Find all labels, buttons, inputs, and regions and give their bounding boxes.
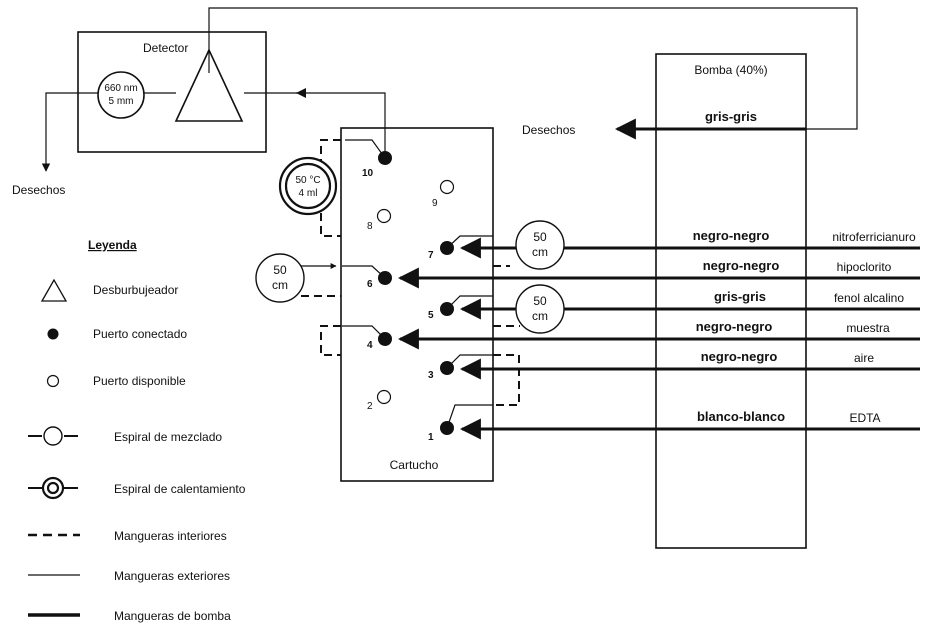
waste-label-left: Desechos: [12, 183, 65, 197]
mixing-coil-unit: cm: [532, 245, 548, 259]
port-number: 5: [428, 310, 434, 321]
detector-block: Detector 660 nm 5 mm: [77, 31, 267, 153]
port-number: 6: [367, 279, 373, 290]
pump-tube-label: gris-gris: [705, 109, 757, 124]
port-available: [376, 389, 392, 405]
cartridge-block: Cartucho: [340, 127, 494, 482]
detector-box: [77, 31, 267, 153]
pump-box: [655, 53, 807, 549]
mixing-coil-unit: cm: [532, 309, 548, 323]
pump-tube-label: negro-negro: [696, 319, 773, 334]
legend-label: Puerto conectado: [93, 327, 187, 341]
pump-tubes: [397, 237, 920, 440]
pump-tube-label: negro-negro: [693, 228, 770, 243]
pump-tube-label: gris-gris: [714, 289, 766, 304]
mixing-coil-length: 50: [533, 230, 547, 244]
waste-label-top: Desechos: [522, 123, 575, 137]
heating-coil-temp: 50 °C: [295, 175, 320, 186]
reagent-label: hipoclorito: [837, 260, 892, 274]
detector-title: Detector: [143, 41, 188, 55]
pump-tube-label: negro-negro: [701, 349, 778, 364]
open-circle-icon: [46, 374, 60, 388]
mixing-coil-left: 50 cm: [255, 253, 341, 303]
detector-wavelength: 660 nm: [104, 83, 137, 94]
heating-coil-icon: [278, 156, 338, 216]
port-number: 8: [367, 221, 373, 232]
mixing-coil-unit: cm: [272, 278, 288, 292]
cartridge-box: [340, 127, 494, 482]
debubbler-triangle-icon: [174, 48, 244, 122]
cartridge-label: Cartucho: [390, 458, 439, 472]
detector-path-length: 5 mm: [109, 96, 134, 107]
mixing-coil-icon: [515, 220, 565, 270]
legend: Leyenda Desburbujeador Puerto conectado …: [28, 238, 246, 623]
triangle-icon: [40, 278, 68, 302]
heating-coil-icon: [28, 476, 78, 500]
legend-label: Mangueras de bomba: [114, 609, 231, 623]
pump-tube-label: blanco-blanco: [697, 409, 785, 424]
legend-label: Puerto disponible: [93, 374, 186, 388]
reagent-label: EDTA: [849, 411, 880, 425]
port10-to-detector-line: [296, 92, 386, 158]
port-number: 1: [428, 432, 434, 443]
reagent-label: muestra: [846, 321, 890, 335]
mixing-coil-icon: [255, 253, 305, 303]
mixing-coil-icon: [28, 426, 78, 446]
pump-title: Bomba (40%): [694, 63, 767, 77]
cartridge-ports: 10 9 8 7 6 5 4 3 2 1: [362, 151, 455, 443]
legend-label: Desburbujeador: [93, 283, 178, 297]
port-number: 4: [367, 340, 373, 351]
reagent-label: fenol alcalino: [834, 291, 904, 305]
legend-label: Espiral de calentamiento: [114, 482, 246, 496]
legend-label: Mangueras interiores: [114, 529, 227, 543]
legend-label: Espiral de mezclado: [114, 430, 222, 444]
flow-cell-icon: [97, 71, 145, 119]
pump-block: Bomba (40%) gris-gris: [655, 53, 807, 549]
port-number: 3: [428, 370, 434, 381]
detector-waste-line: [41, 92, 98, 172]
mixing-coil-icon: [515, 284, 565, 334]
reagent-label: nitroferricianuro: [832, 230, 916, 244]
port-number: 9: [432, 198, 438, 209]
port-number: 2: [367, 401, 373, 412]
pump-tube-labels: negro-negro negro-negro gris-gris negro-…: [662, 226, 800, 425]
filled-circle-icon: [47, 328, 59, 340]
mixing-coil-length: 50: [273, 263, 287, 277]
port-available: [376, 208, 392, 224]
detector-inlet-arrow-icon: [296, 88, 306, 98]
mixing-coil-right-top: 50 cm: [515, 220, 565, 270]
heating-coil-volume: 4 ml: [299, 188, 318, 199]
port-available: [439, 179, 455, 195]
reagent-label: aire: [854, 351, 874, 365]
dashed-loop-3: [493, 354, 520, 406]
port-stubs: [342, 139, 493, 429]
legend-title: Leyenda: [88, 238, 137, 252]
mixing-coil-length: 50: [533, 294, 547, 308]
dashed-loop-4: [320, 325, 341, 356]
reagent-labels: nitroferricianuro hipoclorito fenol alca…: [832, 230, 916, 425]
mixing-coil-right-bottom: 50 cm: [515, 284, 565, 334]
heating-coil: 50 °C 4 ml: [278, 139, 341, 237]
port-number: 10: [362, 168, 374, 179]
port-number: 7: [428, 250, 434, 261]
legend-label: Mangueras exteriores: [114, 569, 230, 583]
pump-tube-label: negro-negro: [703, 258, 780, 273]
